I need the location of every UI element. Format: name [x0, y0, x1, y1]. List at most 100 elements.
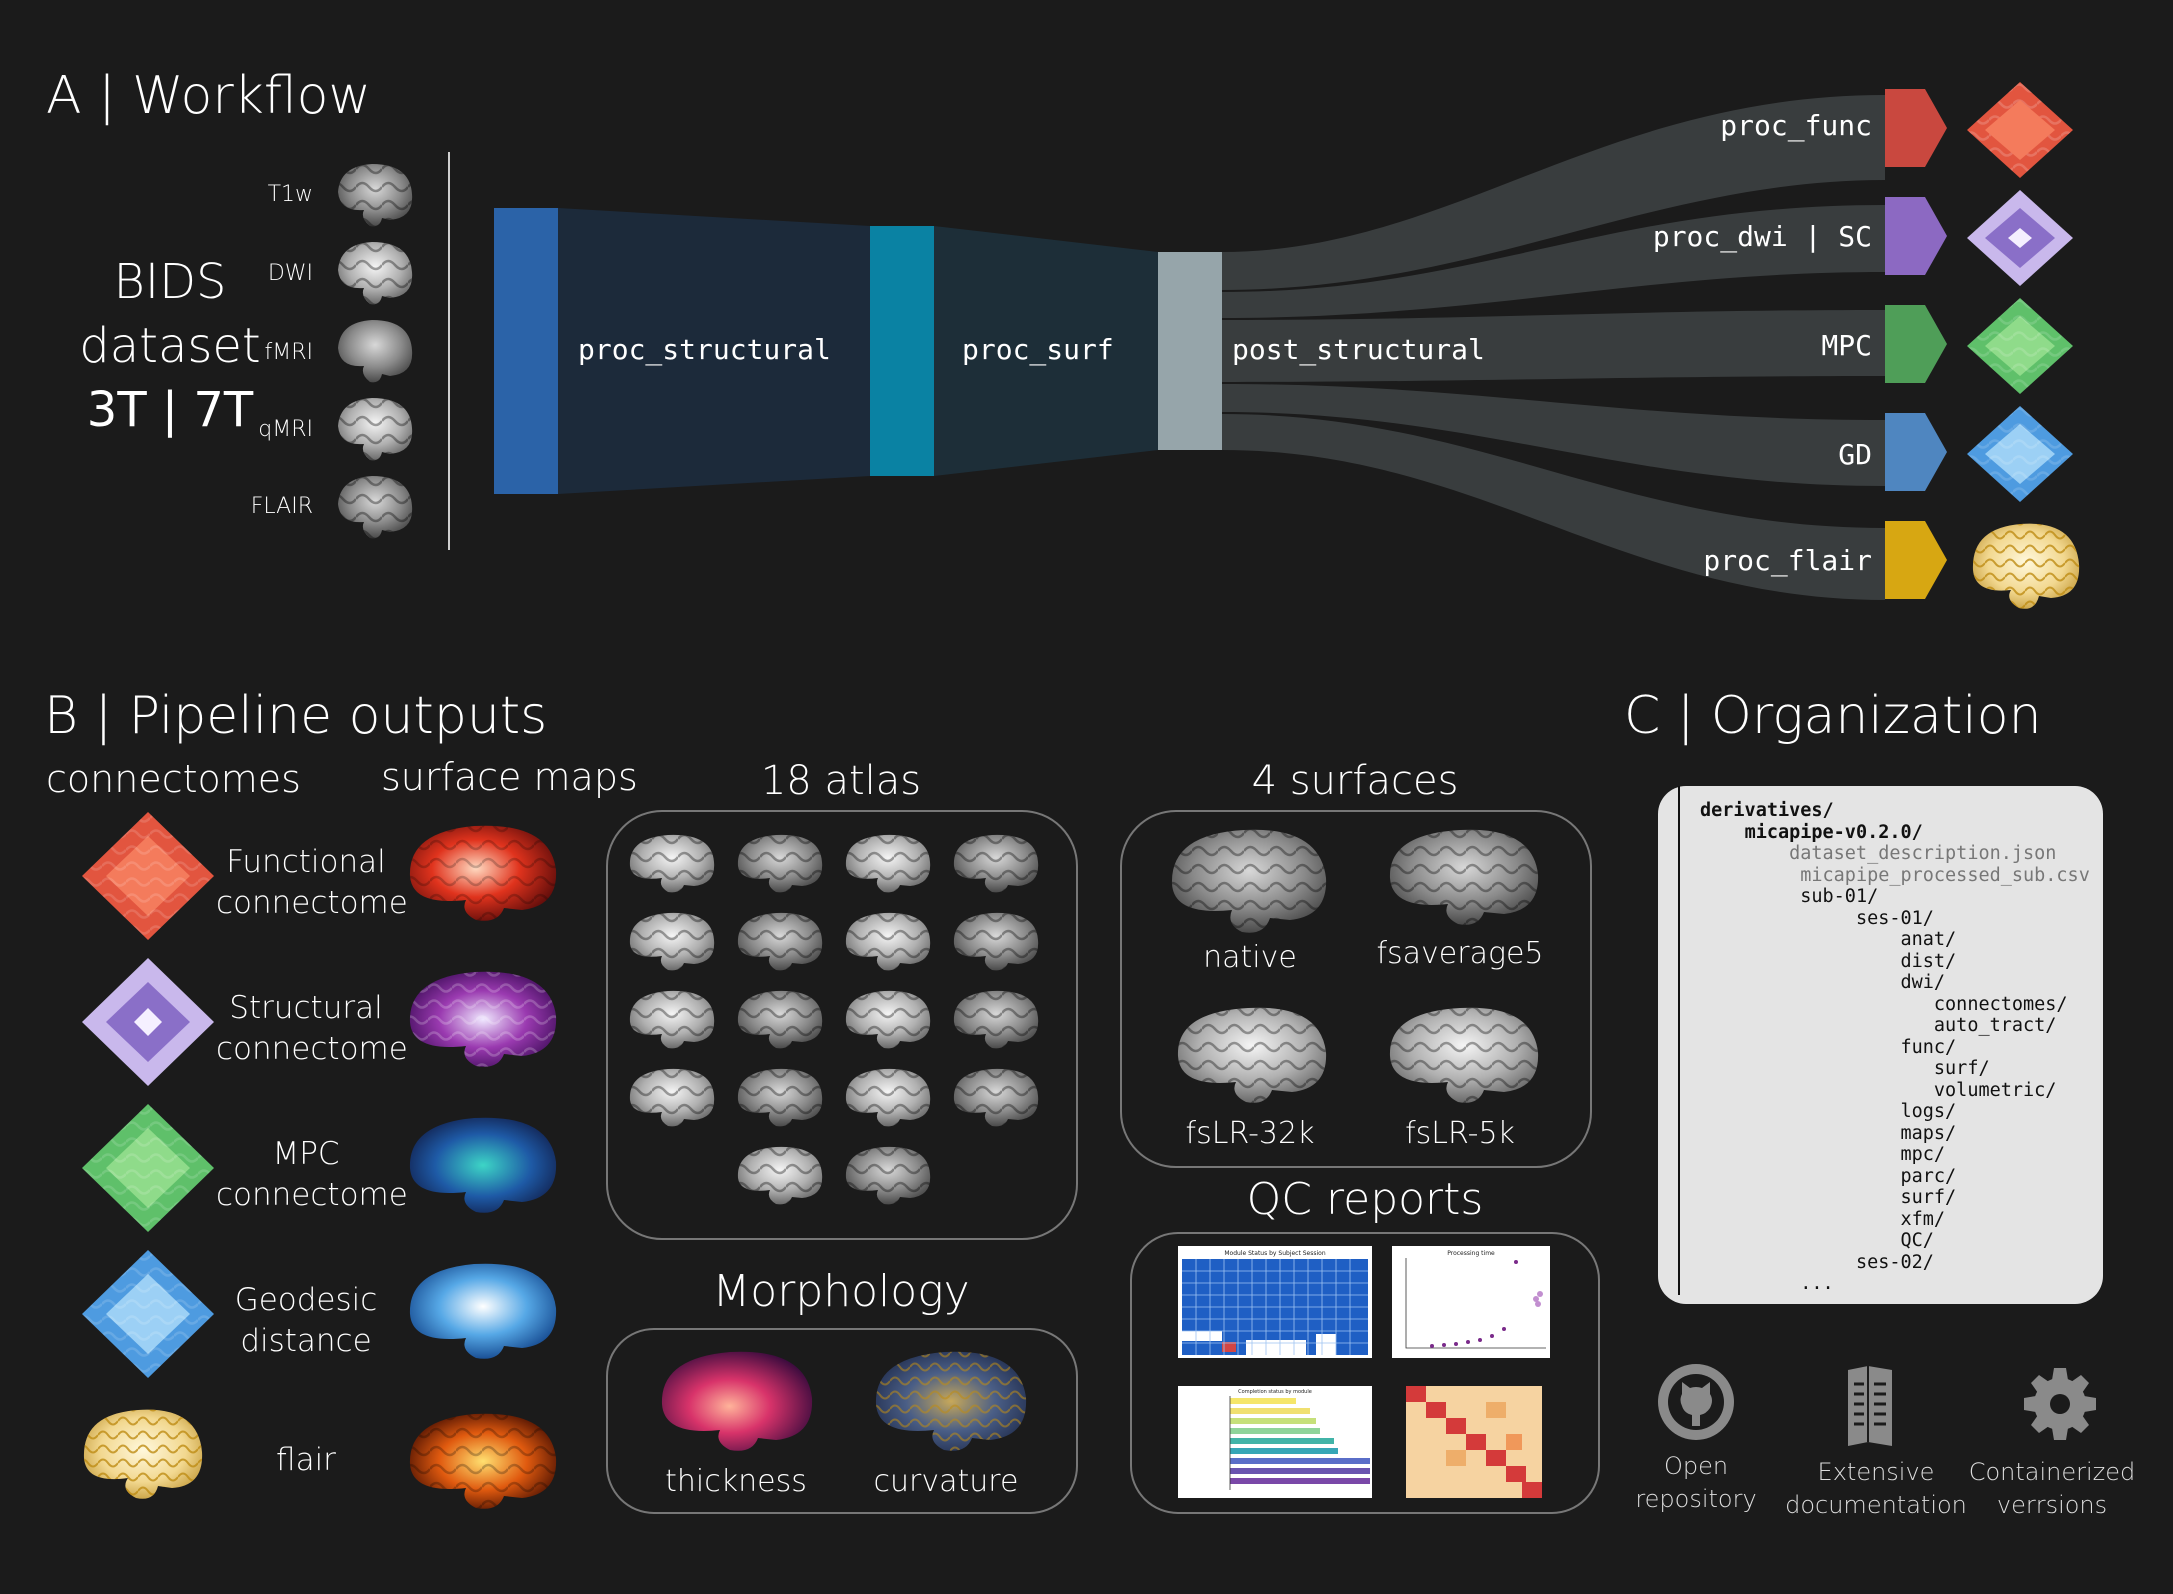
gear-icon [2024, 1368, 2096, 1440]
fmri-scan-icon [338, 320, 413, 383]
tree-surf: surf/ [1900, 1187, 1957, 1208]
surface-brains [1171, 829, 1539, 1103]
qc-title-time: Processing time [1447, 1250, 1495, 1257]
node-post-structural [1158, 252, 1222, 450]
row-flair-l1: flair [276, 1442, 336, 1478]
doc-label-l1: Extensive [1817, 1458, 1935, 1486]
flair-brain-icon [1972, 523, 2080, 609]
label-post-structural: post_structural [1232, 333, 1485, 366]
atlas-thumb [737, 1146, 823, 1205]
documentation-icon [1848, 1366, 1892, 1446]
structural-surface-map [409, 971, 557, 1067]
qc-title: QC reports [1246, 1174, 1484, 1225]
tree-func-surf: surf/ [1933, 1058, 1990, 1079]
bids-dataset-label: BIDS dataset 3T | 7T [70, 250, 270, 442]
flow-post-to-flair [1222, 414, 1885, 600]
qc-box [1130, 1232, 1600, 1514]
input-divider [448, 152, 450, 550]
node-proc-surf [870, 226, 934, 476]
tree-csv-file: micapipe_processed_sub.csv [1800, 864, 2090, 886]
atlas-parcellation-thumbnails [629, 834, 1039, 893]
flow-post-to-gd [1222, 384, 1885, 486]
tree-maps: maps/ [1900, 1122, 1957, 1144]
flow-post-to-func [1222, 95, 1885, 290]
surfaces-box [1120, 810, 1592, 1168]
tree-connectomes: connectomes/ [1933, 993, 2068, 1015]
directory-tree: derivatives/ micapipe-v0.2.0/ dataset_de… [1658, 786, 2103, 1304]
curvature-label: curvature [873, 1464, 1019, 1499]
label-proc-surf: proc_surf [962, 333, 1114, 366]
atlas-thumb [737, 834, 823, 893]
tree-root: derivatives/ [1700, 800, 1834, 821]
t1w-scan-icon [338, 164, 413, 227]
mpc-matrix-icon [1967, 298, 2073, 394]
gd-matrix-icon [1967, 406, 2073, 502]
feature-icons [1658, 1364, 2096, 1446]
row-functional-l1: Functional [226, 844, 386, 880]
label-proc-func: proc_func [1720, 109, 1872, 142]
geodesic-matrix-icon [82, 1250, 214, 1378]
fslr32k-label: fsLR-32k [1185, 1116, 1315, 1151]
row-structural-l1: Structural [229, 990, 383, 1026]
repo-label-l2: repository [1635, 1485, 1757, 1513]
seq-fmri: fMRI [264, 340, 313, 365]
col-surface-maps-title: surface maps [381, 755, 638, 799]
atlas-thumb [845, 1146, 931, 1205]
dwi-scan-icon [338, 242, 413, 305]
row-mpc-l2: connectome [216, 1177, 408, 1213]
surface-map-brains [409, 825, 557, 1509]
seq-dwi: DWI [267, 261, 313, 286]
flow-post-to-dwi [1222, 205, 1885, 318]
func-matrix-icon [1967, 82, 2073, 178]
panel-a-title: A | Workflow [46, 66, 371, 126]
tree-parc: parc/ [1900, 1165, 1957, 1187]
row-mpc-label: MPC connectome [216, 1134, 408, 1216]
bids-line2: dataset [79, 318, 261, 374]
tree-sub: sub-01/ [1800, 886, 1879, 907]
tree-ses2: ses-02/ [1855, 1251, 1934, 1273]
processing-time-chart: Processing time [1392, 1246, 1550, 1358]
correlation-heatmap [1406, 1386, 1542, 1498]
label-gd: GD [1838, 438, 1872, 471]
completion-status-chart: Completion status by module [1178, 1386, 1372, 1498]
tree-qc: QC/ [1900, 1230, 1934, 1251]
row-mpc-l1: MPC [272, 1136, 340, 1172]
atlas-thumb [629, 834, 715, 893]
tree-anat: anat/ [1900, 929, 1957, 950]
module-status-chart: Module Status by Subject Session [1178, 1246, 1372, 1358]
flow-struct-to-surf [558, 208, 870, 494]
structural-matrix-icon [82, 958, 214, 1086]
fslr32k-surface [1177, 1007, 1327, 1103]
label-proc-structural: proc_structural [578, 333, 831, 366]
flair-scan-icon [338, 476, 413, 539]
tree-dwi: dwi/ [1900, 972, 1946, 993]
seq-flair: FLAIR [250, 494, 313, 519]
label-proc-flair: proc_flair [1703, 544, 1872, 577]
fsaverage5-label: fsaverage5 [1376, 936, 1544, 971]
row-geodesic-l2: distance [240, 1323, 372, 1359]
mpc-surface-map [409, 1117, 557, 1213]
tree-auto-tract: auto_tract/ [1933, 1015, 2057, 1036]
thickness-label: thickness [665, 1464, 807, 1499]
container-label-l2: verrsions [1996, 1491, 2108, 1519]
atlas-title: 18 atlas [760, 758, 922, 804]
fslr5k-label: fsLR-5k [1405, 1116, 1515, 1151]
seq-t1w: T1w [267, 182, 313, 207]
arrow-proc-func [1885, 89, 1947, 167]
qc-report-thumbnails: Module Status by Subject Session Process… [1178, 1246, 1550, 1498]
arrow-mpc [1885, 305, 1947, 383]
tree-volumetric: volumetric/ [1933, 1079, 2057, 1101]
flow-surf-to-post [934, 226, 1158, 476]
atlas-box [606, 810, 1078, 1240]
fsaverage5-surface [1389, 829, 1539, 925]
morphology-box [606, 1328, 1078, 1514]
native-label: native [1203, 940, 1297, 975]
tree-ellipsis: ... [1800, 1273, 1834, 1294]
arrow-proc-dwi [1885, 197, 1947, 275]
atlas-thumb [953, 834, 1039, 893]
connectome-matrices [82, 812, 214, 1499]
